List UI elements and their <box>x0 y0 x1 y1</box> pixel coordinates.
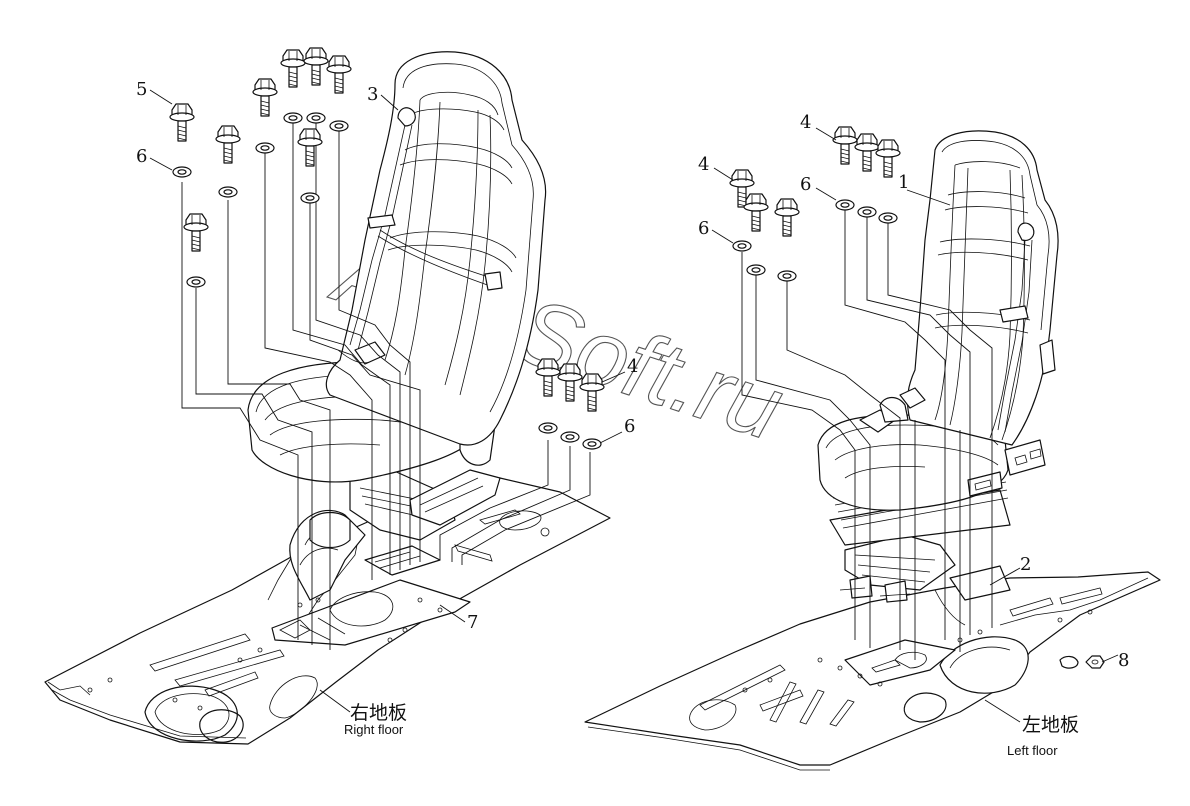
bolt <box>303 47 329 86</box>
callout-leader <box>815 127 837 141</box>
washer <box>186 276 206 288</box>
right-seat-leaders <box>181 120 591 650</box>
bolt <box>854 133 880 172</box>
callout-leader <box>601 371 626 383</box>
callout-leader <box>439 604 466 623</box>
bolt-5 <box>169 103 195 142</box>
left-floor-panel <box>584 571 1161 771</box>
bolt <box>774 198 800 237</box>
callout-1: 1 <box>898 172 909 193</box>
callout-4c: 4 <box>627 356 638 377</box>
left-floor-label-en: Left floor <box>1007 743 1058 758</box>
callout-leader <box>711 229 734 244</box>
washer-6 <box>835 199 855 211</box>
callout-leader <box>713 167 734 181</box>
washer <box>746 264 766 276</box>
washer <box>560 431 580 443</box>
callout-8: 8 <box>1118 650 1129 671</box>
bolt <box>280 49 306 88</box>
right-floor-label-en: Right floor <box>344 722 404 737</box>
caption-leader <box>319 689 351 713</box>
callout-leader <box>149 89 173 105</box>
bolt-4 <box>832 126 858 165</box>
washer <box>777 270 797 282</box>
callout-6d: 6 <box>624 416 635 437</box>
callout-6a: 6 <box>136 146 147 167</box>
bolt <box>875 139 901 178</box>
washer <box>329 120 349 132</box>
right-floor-label-cn: 右地板 <box>350 702 407 724</box>
bolt <box>215 125 241 164</box>
callout-leader <box>815 187 837 201</box>
caption-leader <box>984 699 1021 723</box>
left-seat-leaders <box>741 210 993 660</box>
washer <box>878 212 898 224</box>
bolt <box>326 55 352 94</box>
callout-6b: 6 <box>800 174 811 195</box>
callout-7: 7 <box>467 612 478 633</box>
callout-leader <box>599 431 623 444</box>
washer-6 <box>732 240 752 252</box>
washer-6 <box>172 166 192 178</box>
callout-4a: 4 <box>800 112 811 133</box>
washer <box>218 186 238 198</box>
callout-leader <box>149 157 173 171</box>
washer <box>582 438 602 450</box>
callout-6c: 6 <box>698 218 709 239</box>
left-floor-label-cn: 左地板 <box>1022 714 1079 736</box>
callout-leader <box>906 189 951 206</box>
washer <box>300 192 320 204</box>
bolt <box>183 213 209 252</box>
washer <box>255 142 275 154</box>
callout-leader <box>380 94 399 111</box>
washer <box>538 422 558 434</box>
bolt <box>297 128 323 167</box>
nut-8 <box>1085 655 1105 669</box>
callout-3: 3 <box>367 84 378 105</box>
callout-4b: 4 <box>698 154 709 175</box>
washer <box>283 112 303 124</box>
callout-leader <box>989 567 1021 586</box>
washer <box>306 112 326 124</box>
callout-5: 5 <box>136 79 147 100</box>
callout-2: 2 <box>1020 554 1031 575</box>
washer <box>857 206 877 218</box>
callout-leader <box>1101 654 1119 663</box>
bolt <box>252 78 278 117</box>
right-seat-assembly <box>247 51 547 601</box>
bolt <box>743 193 769 232</box>
